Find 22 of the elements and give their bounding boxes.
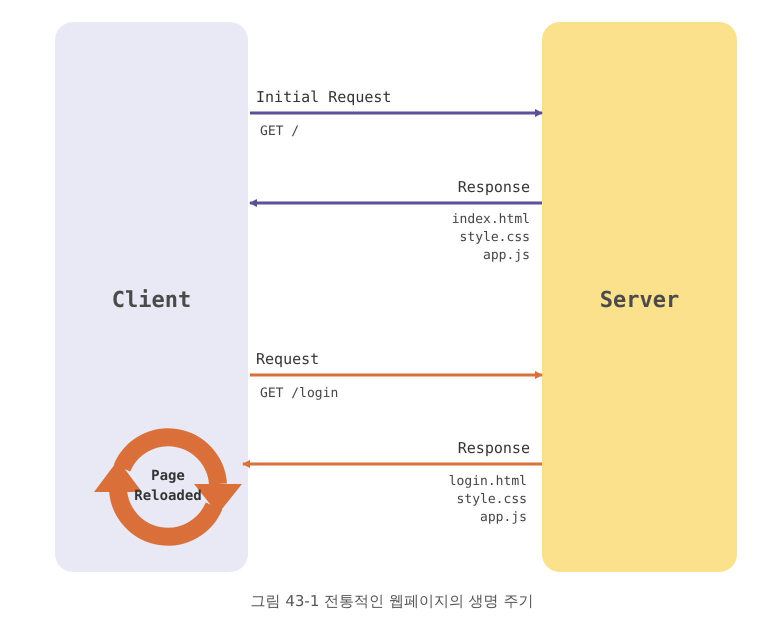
edge-label: Request [256,350,320,368]
server-band [542,22,737,572]
edge-label: Response [458,178,530,196]
node-label: Page Reloaded [133,467,203,506]
edge-label: Initial Request [256,88,392,106]
label-text: GET / [260,124,300,139]
caption: 그림 43-1 전통적인 웹페이지의 생명 주기 [250,592,534,611]
label-text: style.css [456,492,527,507]
arrow [250,371,543,379]
label-text: style.css [460,230,530,245]
label-text: login.html [448,474,527,489]
node-title: Client [110,288,192,313]
arrow [249,199,542,207]
edge-label: Response [458,439,530,457]
arrow [250,109,543,117]
node-title: Server [598,288,680,313]
label-text: app.js [480,510,527,525]
label-text: app.js [483,248,530,263]
label-text: GET /login [260,386,338,401]
client-band [55,22,248,572]
arrow [242,460,542,468]
label-text: index.html [452,212,530,227]
